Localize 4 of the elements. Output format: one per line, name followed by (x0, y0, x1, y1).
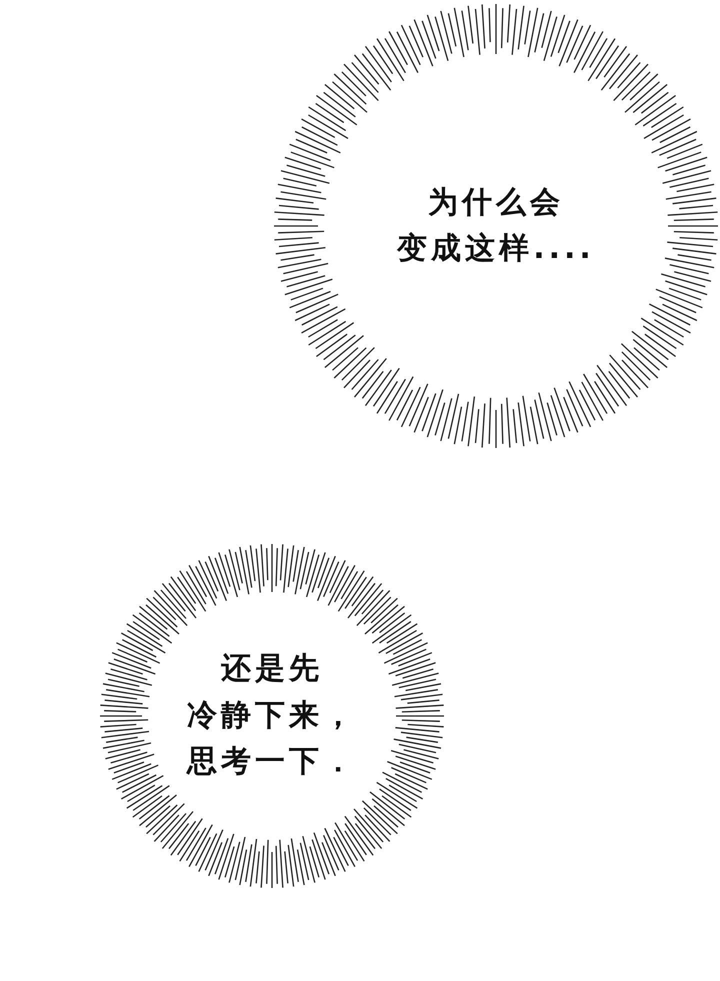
bubble-text: 还是先冷静下来，思考一下． (185, 650, 358, 782)
bubble-text: 为什么会变成这样.... (396, 184, 596, 268)
thought-bubble (100, 544, 444, 888)
thought-bubble (274, 4, 718, 448)
